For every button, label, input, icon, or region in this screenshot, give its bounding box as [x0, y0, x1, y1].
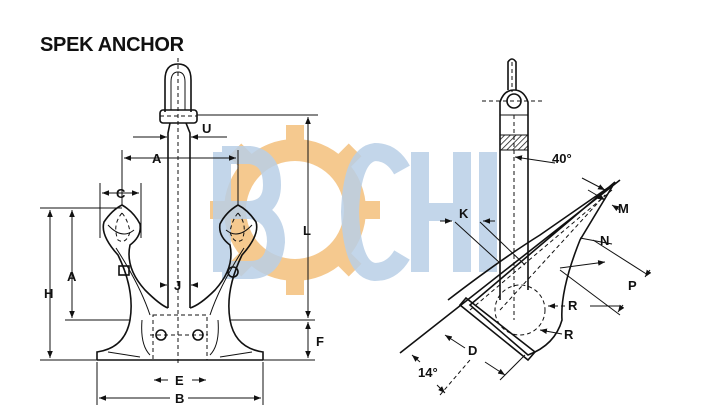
watermark-letter-h — [411, 152, 471, 272]
front-view-dimensions: H A A C U J L F E B — [40, 114, 324, 406]
dimension-label-r-lower: R — [564, 327, 574, 342]
dimension-label-f: F — [316, 334, 324, 349]
watermark-letter-c — [340, 142, 410, 282]
watermark-letter-b — [213, 146, 286, 279]
dimension-label-c: C — [116, 186, 126, 201]
watermark — [210, 125, 497, 295]
dimension-label-k: K — [459, 206, 469, 221]
dimension-label-d: D — [468, 343, 477, 358]
dimension-label-a-side: A — [67, 269, 77, 284]
angle-label-40: 40° — [552, 151, 572, 166]
dimension-label-m: M — [618, 201, 629, 216]
dimension-label-b: B — [175, 391, 184, 406]
dimension-label-n: N — [600, 233, 609, 248]
side-view-dimensions: 40° M K N P R R D 14° — [411, 151, 652, 396]
page-title: SPEK ANCHOR — [40, 34, 184, 56]
dimension-label-r-upper: R — [568, 298, 578, 313]
dimension-label-a-top: A — [152, 151, 162, 166]
dimension-label-j: J — [174, 278, 181, 293]
dimension-label-u: U — [202, 121, 211, 136]
dimension-label-e: E — [175, 373, 184, 388]
angle-label-14: 14° — [418, 365, 438, 380]
dimension-label-h: H — [44, 286, 53, 301]
dimension-label-p: P — [628, 278, 637, 293]
side-view-drawing — [399, 58, 621, 362]
dimension-label-l: L — [303, 223, 311, 238]
